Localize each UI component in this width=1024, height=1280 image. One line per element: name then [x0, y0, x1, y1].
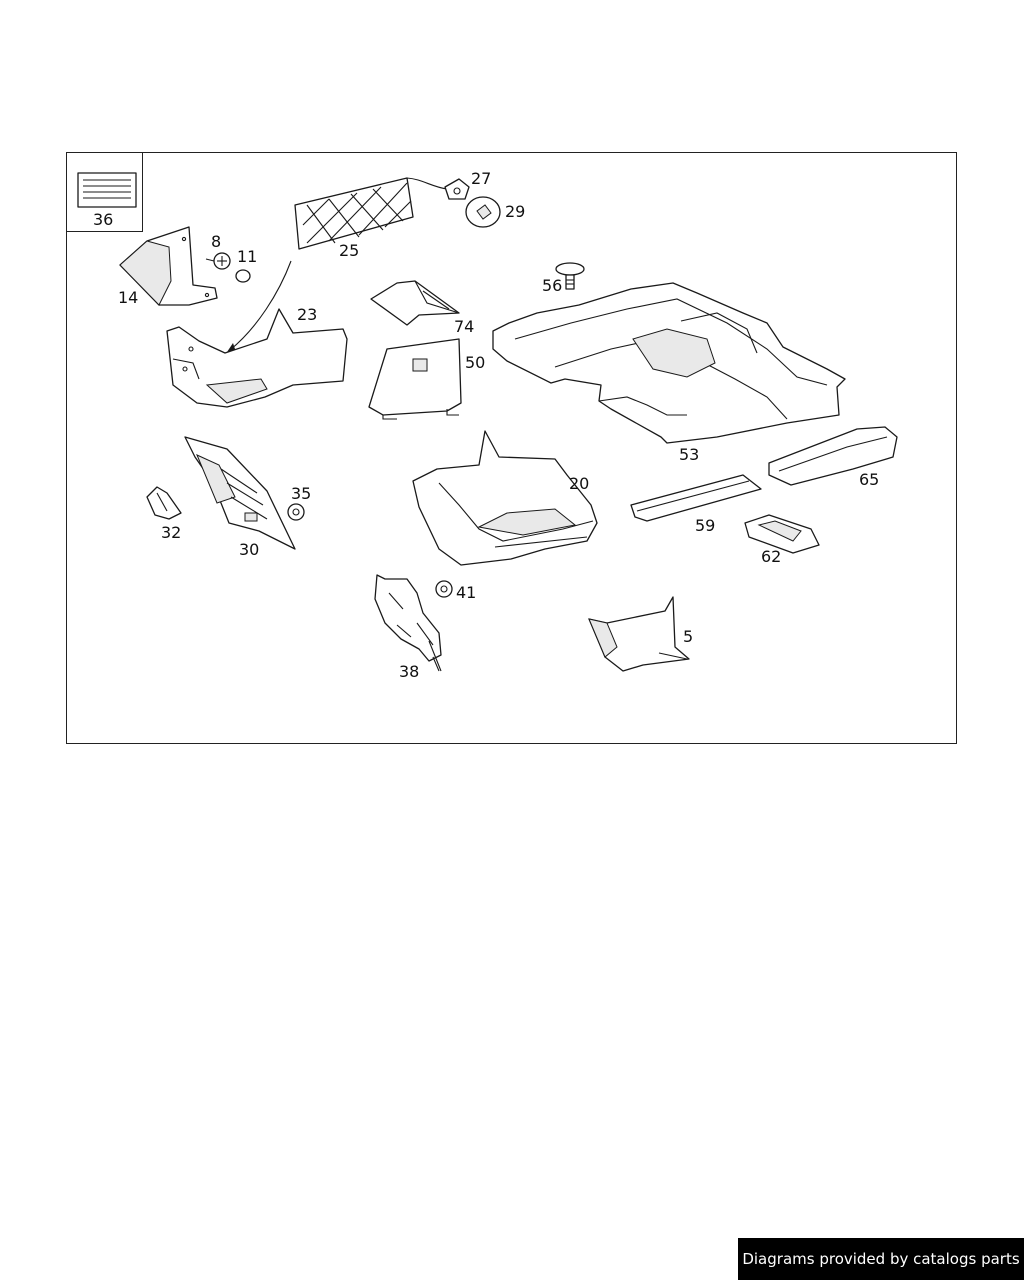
callout-29: 29 — [505, 202, 526, 221]
callout-65: 65 — [859, 470, 880, 489]
parts-exploded-view — [77, 172, 898, 672]
callout-14: 14 — [118, 288, 139, 307]
part-41-nut — [435, 580, 453, 598]
callout-62: 62 — [761, 547, 782, 566]
part-25-net — [294, 177, 448, 250]
callout-41: 41 — [456, 583, 477, 602]
part-38-bracket — [374, 574, 442, 672]
callout-32: 32 — [161, 523, 182, 542]
inset-legend-box — [67, 153, 143, 232]
callout-53: 53 — [679, 445, 700, 464]
part-5-trim — [588, 596, 690, 672]
callout-23: 23 — [297, 305, 318, 324]
part-56-bolt — [555, 262, 585, 290]
callout-74: 74 — [454, 317, 475, 336]
part-8-screw — [205, 252, 231, 270]
part-53-floor-pan — [492, 282, 846, 444]
part-32-clip — [146, 486, 182, 520]
part-74-trim — [370, 280, 460, 326]
callout-50: 50 — [465, 353, 486, 372]
callout-38: 38 — [399, 662, 420, 681]
callout-11: 11 — [237, 247, 258, 266]
part-29-grommet — [465, 196, 501, 228]
callout-35: 35 — [291, 484, 312, 503]
callout-27: 27 — [471, 169, 492, 188]
part-27-clip — [444, 178, 470, 200]
diagram-credit-badge: Diagrams provided by catalogs parts — [738, 1238, 1024, 1280]
part-23-panel — [166, 308, 348, 408]
parts-diagram-frame: 36 8 11 14 25 27 29 23 74 50 56 53 65 35… — [66, 152, 957, 744]
callout-5: 5 — [683, 627, 694, 646]
part-50-cover — [368, 338, 462, 420]
part-35-nut — [287, 503, 305, 521]
part-65-sill — [768, 426, 898, 486]
callout-56: 56 — [542, 276, 563, 295]
callout-36: 36 — [93, 210, 114, 229]
callout-30: 30 — [239, 540, 260, 559]
part-62-retainer — [744, 514, 820, 554]
part-14-bracket — [119, 226, 218, 306]
part-36-icon — [77, 172, 137, 208]
part-30-bracket — [184, 436, 296, 550]
callout-25: 25 — [339, 241, 360, 260]
part-59-strip — [630, 474, 762, 522]
callout-59: 59 — [695, 516, 716, 535]
callout-20: 20 — [569, 474, 590, 493]
callout-8: 8 — [211, 232, 222, 251]
part-20-carpet — [412, 430, 598, 566]
part-11-plug — [235, 269, 251, 283]
